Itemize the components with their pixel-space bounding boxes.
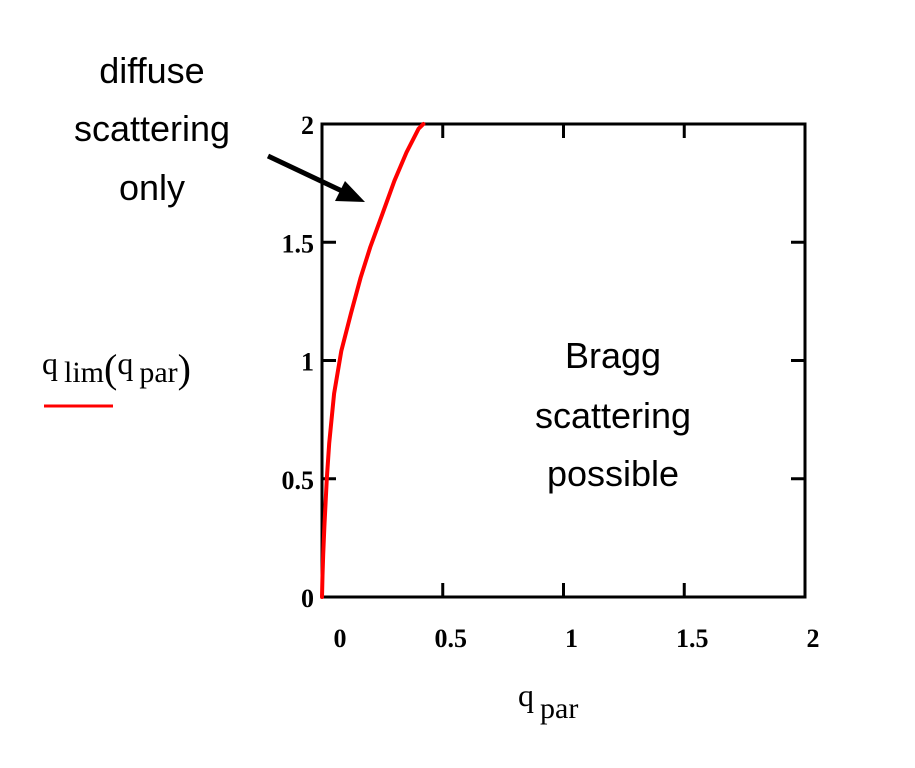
y-label-base: q — [42, 345, 58, 381]
x-tick-label: 2 — [807, 624, 820, 653]
annotation-bragg-line-2: scattering — [535, 395, 691, 436]
y-tick-label: 1 — [301, 348, 314, 377]
axis-tick-labels: 0 0.5 1 1.5 2 0 0.5 1 1.5 2 — [282, 111, 820, 653]
annotation-diffuse-line-3: only — [119, 167, 185, 208]
annotation-diffuse: diffuse scattering only — [74, 50, 230, 208]
y-tick-label: 1.5 — [282, 229, 315, 258]
annotation-diffuse-line-1: diffuse — [99, 50, 204, 91]
series-line — [320, 122, 426, 599]
axis-ticks — [322, 124, 805, 597]
y-label-sub: lim — [64, 356, 104, 389]
y-label-arg-sub: par — [139, 356, 177, 389]
x-tick-label: 1.5 — [676, 624, 709, 653]
x-tick-label: 0.5 — [435, 624, 468, 653]
plot-frame — [320, 122, 807, 599]
annotation-arrow — [266, 153, 365, 202]
annotation-bragg-line-1: Bragg — [565, 335, 661, 376]
y-tick-label: 0.5 — [282, 466, 315, 495]
y-tick-label: 2 — [301, 111, 314, 140]
y-label-close-paren: ) — [178, 346, 191, 391]
x-tick-label: 0 — [334, 624, 347, 653]
annotation-bragg: Bragg scattering possible — [535, 335, 691, 494]
y-tick-label: 0 — [301, 584, 314, 613]
y-label-arg-base: q — [117, 345, 133, 381]
annotation-bragg-line-3: possible — [547, 453, 679, 494]
x-label-sub: par — [540, 692, 578, 725]
x-tick-label: 1 — [565, 624, 578, 653]
annotation-diffuse-line-2: scattering — [74, 108, 230, 149]
y-label-open-paren: ( — [104, 346, 117, 391]
x-label-base: q — [518, 677, 534, 713]
